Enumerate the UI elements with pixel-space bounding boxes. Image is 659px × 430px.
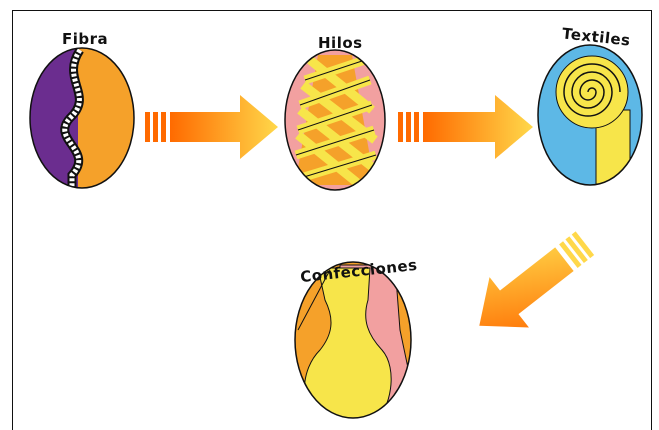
fabric-roll-icon (536, 40, 646, 190)
arrow-textiles-confecciones (460, 218, 605, 351)
yarn-icon (280, 45, 390, 195)
label-hilos: Hilos (318, 34, 363, 52)
label-fibra: Fibra (62, 30, 108, 48)
fiber-icon (28, 45, 138, 195)
arrow-hilos-textiles (398, 95, 533, 159)
arrow-fibra-hilos (145, 95, 278, 159)
